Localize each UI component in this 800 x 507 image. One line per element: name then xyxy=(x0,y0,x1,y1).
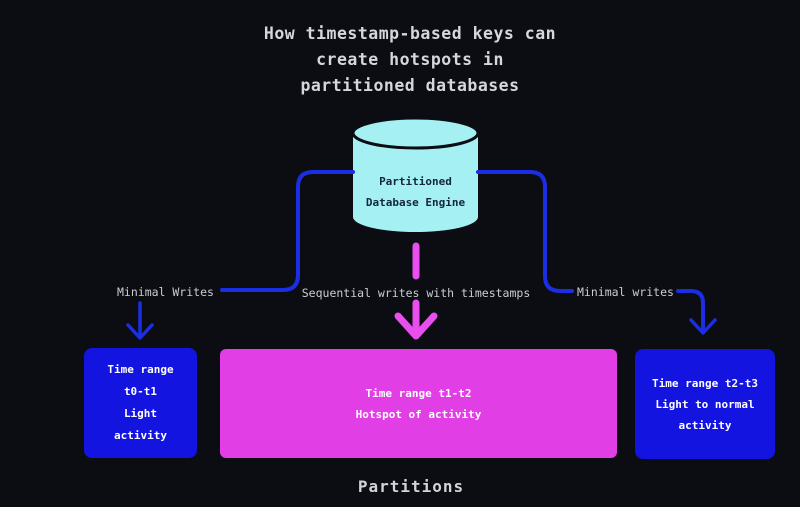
partition-t2-t3-box: Time range t2-t3 Light to normal activit… xyxy=(635,349,775,459)
partition-text-line: Time range t1-t2 xyxy=(365,386,472,400)
minimal-writes-left-label: Minimal Writes xyxy=(117,285,214,299)
right-connector-line xyxy=(476,170,574,293)
partition-text-line: Hotspot of activity xyxy=(355,407,482,421)
partition-text-line: activity xyxy=(678,418,732,432)
minimal-writes-right-label: Minimal writes xyxy=(577,285,674,299)
partition-text-line: activity xyxy=(114,429,167,442)
partition-text-line: t0-t1 xyxy=(123,385,158,398)
sequential-writes-label: Sequential writes with timestamps xyxy=(301,286,531,300)
partition-text-line: Light to normal xyxy=(655,397,755,411)
diagram-title: How timestamp-based keys can create hots… xyxy=(10,21,800,99)
partition-t1-t2-hotspot-box: Time range t1-t2 Hotspot of activity xyxy=(220,349,617,458)
left-connector-line xyxy=(220,170,355,292)
database-engine-label: Partitioned Database Engine xyxy=(353,171,478,213)
partition-text-line: Light xyxy=(123,407,158,420)
database-engine-label-line: Partitioned xyxy=(379,175,452,188)
partition-text-line: Time range t2-t3 xyxy=(652,376,758,390)
title-line: How timestamp-based keys can xyxy=(263,24,557,43)
partition-t0-t1-box: Time range t0-t1 Light activity xyxy=(84,348,197,458)
database-engine-label-line: Database Engine xyxy=(365,196,466,209)
partition-text-line: Time range xyxy=(107,363,174,376)
title-line: create hotspots in xyxy=(316,50,504,69)
title-line: partitioned databases xyxy=(300,76,520,95)
partitions-caption: Partitions xyxy=(357,477,465,496)
database-cylinder-icon xyxy=(351,116,480,232)
center-hotspot-arrow-icon xyxy=(394,242,438,340)
left-down-arrow-icon xyxy=(126,301,154,340)
right-down-arrow-icon xyxy=(676,289,717,335)
